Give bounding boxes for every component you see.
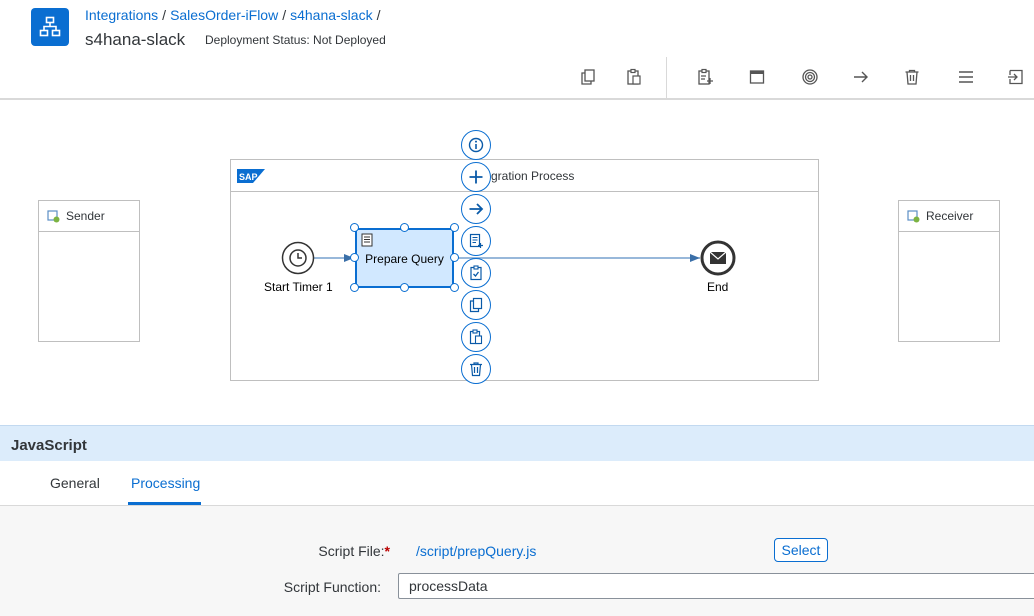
processing-form: Script File:* /script/prepQuery.js Selec…	[0, 506, 1034, 616]
hierarchy-icon	[39, 16, 61, 37]
target-button[interactable]	[798, 65, 822, 89]
panel-title: JavaScript	[11, 437, 87, 454]
toolbar-separator	[666, 57, 667, 98]
clipboard-check-button[interactable]	[461, 258, 491, 288]
sender-participant[interactable]: Sender	[38, 200, 140, 342]
target-icon	[802, 69, 818, 85]
sender-label: Sender	[66, 209, 105, 223]
script-file-label: Script File:*	[318, 543, 390, 559]
list-icon	[469, 233, 483, 248]
start-timer-label: Start Timer 1	[264, 280, 333, 294]
svg-text:SAP: SAP	[239, 172, 258, 182]
delete-icon	[905, 69, 919, 85]
script-function-label: Script Function:	[283, 579, 381, 595]
participant-icon	[47, 209, 60, 222]
properties-tabs: General Processing	[0, 461, 1034, 506]
breadcrumb-salesorder-iflow[interactable]: SalesOrder-iFlow	[170, 7, 279, 23]
exit-icon	[1008, 69, 1023, 85]
page-title: s4hana-slack	[85, 30, 186, 49]
delete-button[interactable]	[900, 65, 924, 89]
envelope-icon	[709, 251, 727, 264]
script-function-input[interactable]	[398, 573, 1034, 599]
connection-lines	[314, 254, 700, 262]
paste-button[interactable]	[622, 65, 646, 89]
required-marker: *	[384, 543, 390, 559]
prepare-query-task[interactable]: Prepare Query	[355, 228, 454, 288]
connect-arrow-button[interactable]	[461, 194, 491, 224]
deployment-status: Deployment Status: Not Deployed	[205, 33, 386, 47]
delete-icon	[470, 362, 482, 377]
add-button[interactable]	[461, 162, 491, 192]
menu-icon	[959, 71, 973, 83]
toolbar	[0, 57, 1034, 100]
copy-icon	[469, 297, 483, 313]
info-button[interactable]	[461, 130, 491, 160]
resize-handle[interactable]	[400, 283, 409, 292]
paste-node-button[interactable]	[461, 322, 491, 352]
add-clipboard-button[interactable]	[693, 65, 717, 89]
window-icon	[749, 70, 765, 84]
breadcrumb-integrations[interactable]: Integrations	[85, 7, 159, 23]
integration-process-pool[interactable]: SAP gration Process	[230, 159, 819, 381]
start-timer-event[interactable]	[281, 241, 315, 275]
tab-general[interactable]: General	[50, 475, 100, 491]
list-button[interactable]	[461, 226, 491, 256]
clock-icon	[289, 249, 307, 267]
tab-processing[interactable]: Processing	[131, 475, 201, 491]
resize-handle[interactable]	[350, 253, 359, 262]
end-message-event[interactable]	[700, 240, 736, 276]
participant-icon	[907, 209, 920, 222]
script-file-link[interactable]: /script/prepQuery.js	[416, 543, 537, 559]
add-clipboard-icon	[698, 68, 713, 85]
connect-button[interactable]	[849, 65, 873, 89]
connect-arrow-icon	[469, 203, 484, 215]
copy-node-button[interactable]	[461, 290, 491, 320]
active-tab-indicator	[128, 502, 201, 505]
copy-button[interactable]	[576, 65, 600, 89]
window-button[interactable]	[745, 65, 769, 89]
end-label: End	[707, 280, 729, 294]
task-label: Prepare Query	[365, 252, 444, 266]
resize-handle[interactable]	[400, 223, 409, 232]
breadcrumb-s4hana-slack[interactable]: s4hana-slack	[290, 7, 373, 23]
clipboard-check-icon	[470, 265, 482, 281]
arrow-right-icon	[854, 71, 868, 83]
receiver-label: Receiver	[926, 209, 974, 223]
integration-canvas[interactable]: Sender Receiver SAP gration Process Star…	[0, 100, 1034, 425]
resize-handle[interactable]	[450, 253, 459, 262]
resize-handle[interactable]	[350, 223, 359, 232]
script-icon	[361, 233, 373, 247]
exit-button[interactable]	[1004, 65, 1028, 89]
resize-handle[interactable]	[450, 223, 459, 232]
resize-handle[interactable]	[350, 283, 359, 292]
delete-node-button[interactable]	[461, 354, 491, 384]
copy-icon	[581, 69, 595, 85]
receiver-participant[interactable]: Receiver	[898, 200, 1000, 342]
pool-title: gration Process	[491, 169, 575, 183]
select-button[interactable]: Select	[774, 538, 828, 562]
add-icon	[469, 170, 483, 184]
sap-logo: SAP	[237, 169, 265, 183]
info-icon	[468, 137, 484, 153]
breadcrumb: Integrations/SalesOrder-iFlow/s4hana-sla…	[85, 7, 381, 23]
app-icon	[31, 8, 69, 46]
menu-button[interactable]	[954, 65, 978, 89]
page-header: Integrations/SalesOrder-iFlow/s4hana-sla…	[0, 0, 1034, 58]
paste-icon	[627, 68, 641, 85]
properties-panel-header: JavaScript	[0, 425, 1034, 462]
paste-icon	[469, 329, 483, 345]
resize-handle[interactable]	[450, 283, 459, 292]
